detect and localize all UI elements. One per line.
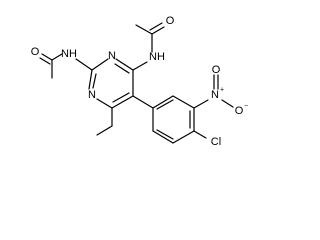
atom-labels: O NH N N O NH N + O O − Cl <box>31 15 248 148</box>
bond-ph1-ph2 <box>152 95 174 109</box>
atom-n-ring-top: N <box>108 50 116 62</box>
bond-c2-n3 <box>91 58 109 71</box>
bond-ph2-ph3 <box>172 95 195 109</box>
atom-o-nitro-right: O <box>235 105 244 117</box>
bond-ph5-ph6-inner <box>156 129 174 140</box>
atom-n-nitro-charge: + <box>220 87 224 94</box>
bond-c5-c6 <box>111 95 134 109</box>
atom-o-left: O <box>31 46 40 58</box>
bond-carbonyl-o-right-double <box>149 22 163 31</box>
bond-c2-nh-left <box>75 58 93 71</box>
bond-ph5-ph6 <box>152 130 174 144</box>
bond-carbonyl-o-left <box>41 53 53 61</box>
bond-n1-c2-inner <box>92 73 97 89</box>
bond-ph4-ph5 <box>172 130 195 144</box>
bond-ph4-cl <box>193 130 207 139</box>
atom-cl: Cl <box>211 136 221 148</box>
atom-n-ring-bottom: N <box>88 89 96 101</box>
bond-nh-left-carbonyl <box>51 53 63 61</box>
bonds <box>39 22 234 144</box>
bond-c5-phenyl <box>132 95 154 109</box>
atom-o-right: O <box>166 15 175 27</box>
bond-c5-c6-inner <box>112 92 130 103</box>
bond-c4-nh-right <box>132 61 148 71</box>
atom-n-nitro: N <box>211 89 219 101</box>
bond-ethyl-ch2-ch3 <box>96 125 113 136</box>
bond-n3-c4 <box>115 58 134 71</box>
bond-carbonyl-methyl-right <box>135 24 153 35</box>
atom-nh-right: NH <box>149 51 165 63</box>
bond-n1-c2 <box>88 69 93 90</box>
bond-n3-c4-inner <box>114 63 130 74</box>
bond-carbonyl-o-left-double <box>39 57 51 65</box>
bond-ph3-nitro <box>193 99 209 109</box>
atom-o-nitro-charge: − <box>244 103 248 110</box>
chemical-structure: O NH N N O NH N + O O − Cl <box>31 15 248 148</box>
bond-nitro-o-right <box>221 99 234 108</box>
atom-nh-left: NH <box>61 48 77 60</box>
bond-carbonyl-o-right <box>151 26 165 35</box>
bond-ph1-ph2-inner <box>156 99 174 110</box>
bond-c6-n1 <box>96 98 113 109</box>
atom-o-nitro-top: O <box>212 64 221 76</box>
